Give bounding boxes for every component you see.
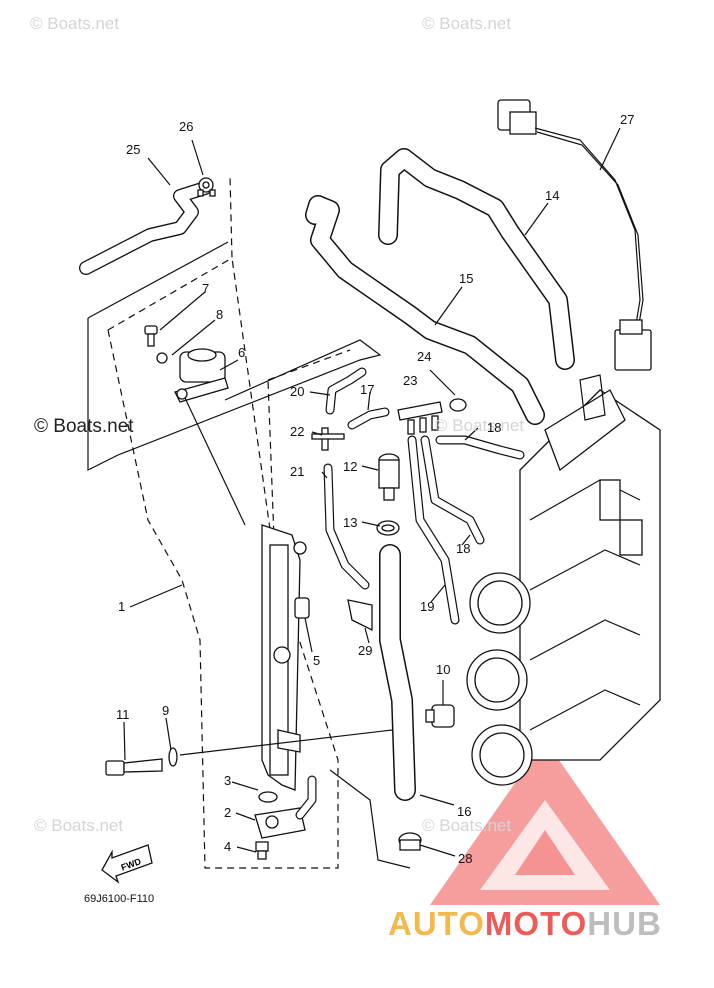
callout-18-upper: 18 (487, 420, 502, 435)
sensor-10 (425, 680, 455, 728)
hose-21 (323, 463, 370, 590)
diagram-code: 69J6100-F110 (84, 893, 155, 905)
bolt-leader (179, 729, 393, 756)
screw-7 (144, 325, 158, 347)
o-ring-3 (258, 791, 278, 803)
watermark-mid-left: © Boats.net (34, 416, 134, 437)
watermark-top-right: © Boats.net (422, 14, 512, 33)
fitting-2 (254, 775, 317, 839)
brand-part-2: MOTO (484, 905, 588, 942)
callout-28: 28 (458, 851, 473, 866)
fuel-line-panel (329, 769, 411, 869)
valve-12 (378, 453, 400, 501)
callout-3: 3 (224, 773, 232, 788)
callout-23: 23 (403, 373, 418, 388)
callout-20: 20 (290, 384, 305, 399)
callout-17: 17 (360, 382, 375, 397)
regulator-leader (184, 397, 246, 526)
clamp-26 (197, 177, 216, 197)
leader-5 (304, 617, 313, 653)
hose-18-upper (420, 435, 485, 545)
watermark-top-left: © Boats.net (30, 14, 120, 33)
callout-12: 12 (343, 459, 358, 474)
o-ring-8 (156, 352, 168, 364)
assembly-boundary-1 (107, 174, 339, 869)
plug-4 (255, 841, 269, 860)
hose-18-right (435, 435, 525, 460)
callout-7: 7 (202, 281, 210, 296)
clip-29 (347, 599, 373, 632)
callout-13: 13 (343, 515, 358, 530)
callout-4: 4 (224, 839, 232, 854)
callout-14: 14 (545, 188, 560, 203)
joint-22 (311, 427, 345, 451)
clamp-28 (398, 832, 422, 851)
wire-harness-27 (497, 99, 652, 371)
throttle-body-assembly (466, 374, 661, 786)
hose-16 (379, 544, 416, 801)
hose-25 (79, 181, 212, 275)
brand-logo-triangle (430, 740, 660, 905)
callout-19: 19 (420, 599, 435, 614)
callout-25: 25 (126, 142, 141, 157)
brand-wordmark: AUTOMOTOHUB (388, 905, 662, 943)
regulator-panel-outline (87, 241, 382, 471)
watermark-bottom-right: © Boats.net (422, 816, 512, 835)
callout-15: 15 (459, 271, 474, 286)
callout-2: 2 (224, 805, 232, 820)
watermark-bottom-left: © Boats.net (34, 816, 124, 835)
fuel-rail (261, 524, 307, 791)
callout-16: 16 (457, 804, 472, 819)
callout-11: 11 (116, 707, 130, 722)
brand-part-1: AUTO (388, 905, 485, 942)
injector-5 (294, 597, 310, 619)
hose-17 (347, 407, 390, 430)
hose-19 (407, 435, 460, 625)
callout-26: 26 (179, 119, 194, 134)
clip-24 (449, 398, 467, 412)
watermark-mid-right: © Boats.net (435, 416, 525, 435)
callout-29: 29 (358, 643, 373, 658)
joint-23 (397, 401, 443, 435)
brand-part-3: HUB (587, 905, 662, 942)
callout-21: 21 (290, 464, 305, 479)
callout-24: 24 (417, 349, 432, 364)
hose-14 (378, 148, 575, 370)
callout-18-lower: 18 (456, 541, 471, 556)
callout-9: 9 (162, 703, 170, 718)
callout-8: 8 (216, 307, 224, 322)
callout-6: 6 (238, 345, 246, 360)
washer-9 (168, 747, 178, 767)
callout-22: 22 (290, 424, 305, 439)
callout-27: 27 (620, 112, 635, 127)
callout-5: 5 (313, 653, 321, 668)
pressure-regulator-6 (174, 348, 229, 403)
callout-leaders (123, 127, 621, 857)
callout-10: 10 (436, 662, 451, 677)
callout-1: 1 (118, 599, 126, 614)
bolt-11 (105, 758, 163, 776)
clamp-13 (376, 520, 400, 536)
hose-15 (305, 195, 545, 425)
fwd-arrow: FWD (101, 844, 153, 884)
hose-20 (325, 367, 367, 415)
